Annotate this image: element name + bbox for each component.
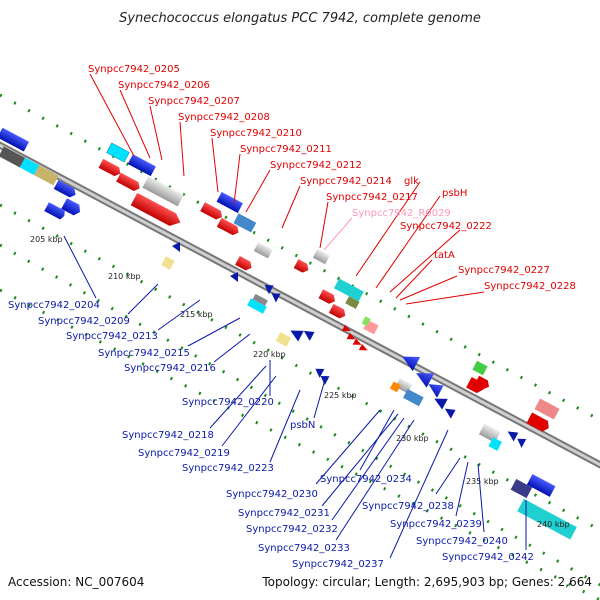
scale-label: 205 kbp [30, 235, 63, 244]
scale-label: 215 kbp [180, 310, 213, 319]
gene-label: Synpcc7942_0234 [320, 474, 412, 485]
gene-label: tatA [434, 250, 455, 261]
forward-features [98, 142, 560, 432]
gene-label: Synpcc7942_0214 [300, 176, 392, 187]
gene-label: Synpcc7942_0209 [38, 316, 130, 327]
gene-label: psbH [442, 188, 467, 199]
gene-label: Synpcc7942_0222 [400, 221, 492, 232]
top-leader-lines [89, 73, 485, 305]
gene-label: Synpcc7942_0205 [88, 64, 180, 75]
gene-label: Synpcc7942_0206 [118, 80, 210, 91]
gene-label: Synpcc7942_0231 [238, 508, 330, 519]
gene-label: Synpcc7942_0207 [148, 96, 240, 107]
scale-label: 210 kbp [108, 272, 141, 281]
gene-label: Synpcc7942_0212 [270, 160, 362, 171]
gene-label: Synpcc7942_0210 [210, 128, 302, 139]
gene-label: Synpcc7942_0237 [292, 559, 384, 570]
scale-label: 230 kbp [396, 434, 429, 443]
gene-label: Synpcc7942_0240 [416, 536, 508, 547]
top-gene-labels: Synpcc7942_0205 Synpcc7942_0206 Synpcc79… [88, 64, 576, 292]
gene-label: Synpcc7942_0220 [182, 397, 274, 408]
gene-label: Synpcc7942_0238 [362, 501, 454, 512]
bottom-leader-lines [63, 235, 527, 559]
gene-label: Synpcc7942_R0029 [352, 208, 451, 219]
scale-ticks [0, 93, 600, 600]
gene-label: psbN [290, 420, 315, 431]
summary-text: Topology: circular; Length: 2,695,903 bp… [261, 575, 592, 589]
scale-label: 220 kbp [253, 350, 286, 359]
gene-label: Synpcc7942_0216 [124, 363, 216, 374]
gene-label: Synpcc7942_0223 [182, 463, 274, 474]
gene-label: Synpcc7942_0242 [442, 552, 534, 563]
gene-label: Synpcc7942_0204 [8, 300, 100, 311]
gene-label: Synpcc7942_0228 [484, 281, 576, 292]
gene-label: Synpcc7942_0213 [66, 331, 158, 342]
genome-backbone [0, 141, 600, 469]
accession-text: Accession: NC_007604 [8, 575, 144, 589]
gene-label: glk [404, 176, 419, 187]
gene-label: Synpcc7942_0219 [138, 448, 230, 459]
gene-label: Synpcc7942_0218 [122, 430, 214, 441]
gene-label: Synpcc7942_0239 [390, 519, 482, 530]
gene-label: Synpcc7942_0233 [258, 543, 350, 554]
gene-label: Synpcc7942_0211 [240, 144, 332, 155]
rna-leader-line [323, 217, 353, 251]
scale-label: 240 kbp [537, 520, 570, 529]
gene-label: Synpcc7942_0208 [178, 112, 270, 123]
map-title: Synechococcus elongatus PCC 7942, comple… [119, 11, 481, 26]
bottom-gene-labels: Synpcc7942_0204 Synpcc7942_0209 Synpcc79… [8, 300, 534, 570]
gene-label: Synpcc7942_0230 [226, 489, 318, 500]
gene-label: Synpcc7942_0217 [326, 192, 418, 203]
reverse-features [0, 127, 577, 540]
gene-label: Synpcc7942_0227 [458, 265, 550, 276]
gene-label: Synpcc7942_0232 [246, 524, 338, 535]
scale-label: 225 kbp [324, 391, 357, 400]
gene-label: Synpcc7942_0215 [98, 348, 190, 359]
scale-label: 235 kbp [466, 477, 499, 486]
scale-labels: 205 kbp 210 kbp 215 kbp 220 kbp 225 kbp … [30, 235, 570, 529]
